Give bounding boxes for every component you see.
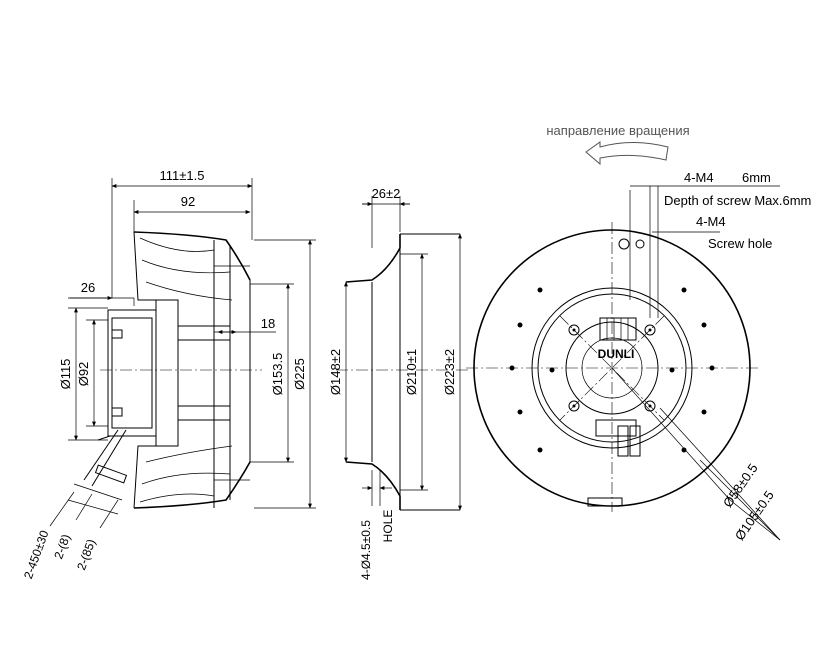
side-view: 111±1.5 92 26 18 Ø115 Ø92 Ø153.5 Ø225 [21,168,316,581]
rotation-label: направление вращения [546,123,689,138]
dim-overall-width: 111±1.5 [160,168,205,183]
dim-impeller-width: 92 [181,194,195,209]
dim-dia-148: Ø148±2 [328,349,343,395]
note-m4-top: 4-M4 [684,170,714,185]
inlet-ring-view: 26±2 Ø148±2 Ø210±1 Ø223±2 4-Ø4.5±0.5 HOL… [328,186,470,580]
dim-hole: 4-Ø4.5±0.5 [359,520,373,580]
dim-dia-223: Ø223±2 [442,349,457,395]
front-view: направление вращения [466,123,811,543]
hole-word: HOLE [381,510,395,543]
dim-ring-width: 26±2 [372,186,401,201]
dim-dia-210: Ø210±1 [404,349,419,395]
dim-dia-225: Ø225 [292,358,307,390]
rotation-arrow-icon [585,141,669,166]
dim-dia-153: Ø153.5 [270,353,285,396]
dim-cable-length: 2-450±30 [21,528,52,581]
dim-motor-offset: 26 [81,280,95,295]
dim-gap: 18 [261,316,275,331]
dim-dia-115: Ø115 [58,359,73,390]
dim-dia-92: Ø92 [76,362,91,387]
brand-logo: DUNLI [598,347,635,361]
dim-cable-85: 2-(85) [74,537,98,572]
note-m4-second: 4-M4 [696,214,726,229]
note-depth-value: 6mm [742,170,771,185]
note-depth-text: Depth of screw Max.6mm [664,193,811,208]
note-screw-hole: Screw hole [708,236,772,251]
dim-cable-8: 2-(8) [51,532,73,561]
